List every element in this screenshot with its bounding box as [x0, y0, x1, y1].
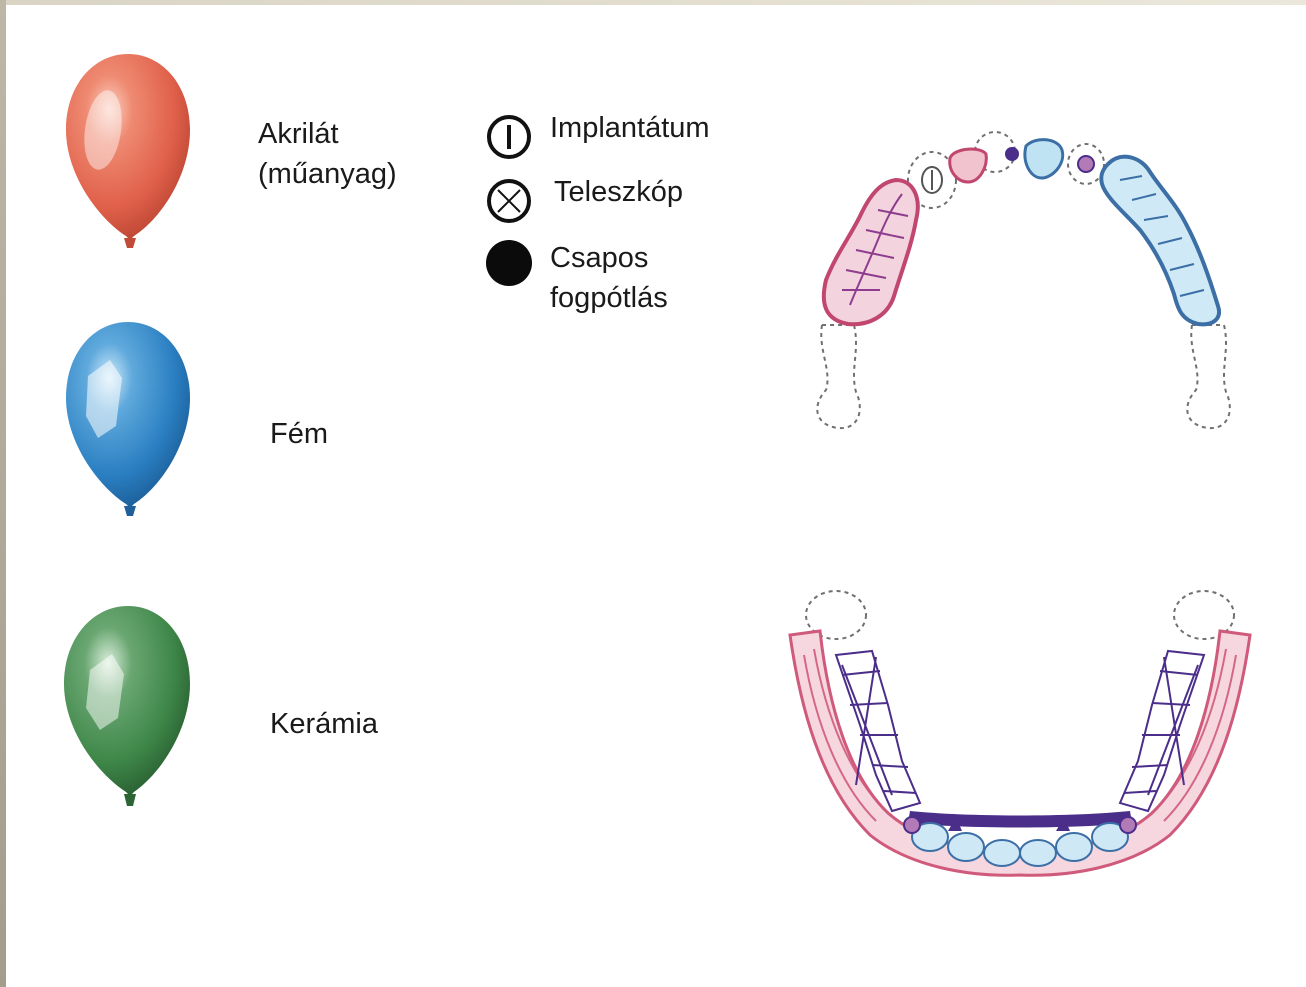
frame-top-border	[0, 0, 1306, 5]
material-label-acrylic-line1: Akrilát	[258, 114, 397, 154]
upper-jaw-illustration	[790, 120, 1250, 455]
legend-label-telescope: Teleszkóp	[554, 172, 683, 212]
material-label-metal: Fém	[270, 414, 328, 454]
red-balloon-icon	[58, 48, 198, 263]
lower-jaw-illustration	[780, 585, 1260, 885]
material-label-acrylic: Akrilát (műanyag)	[258, 114, 397, 194]
green-balloon-icon	[56, 600, 196, 820]
legend-label-post-crown-line2: fogpótlás	[550, 278, 668, 318]
material-label-acrylic-line2: (műanyag)	[258, 154, 397, 194]
legend-label-implant: Implantátum	[550, 108, 710, 148]
implant-symbol-icon	[484, 112, 534, 162]
telescope-symbol-icon	[484, 176, 536, 226]
post-crown-symbol-icon	[484, 238, 536, 290]
legend-label-post-crown-line1: Csapos	[550, 238, 668, 278]
material-label-ceramic: Kerámia	[270, 704, 378, 744]
frame-left-border	[0, 0, 6, 987]
material-label-ceramic-line1: Kerámia	[270, 704, 378, 744]
material-label-metal-line1: Fém	[270, 414, 328, 454]
legend-label-post-crown: Csapos fogpótlás	[550, 238, 668, 318]
blue-balloon-icon	[58, 316, 198, 531]
